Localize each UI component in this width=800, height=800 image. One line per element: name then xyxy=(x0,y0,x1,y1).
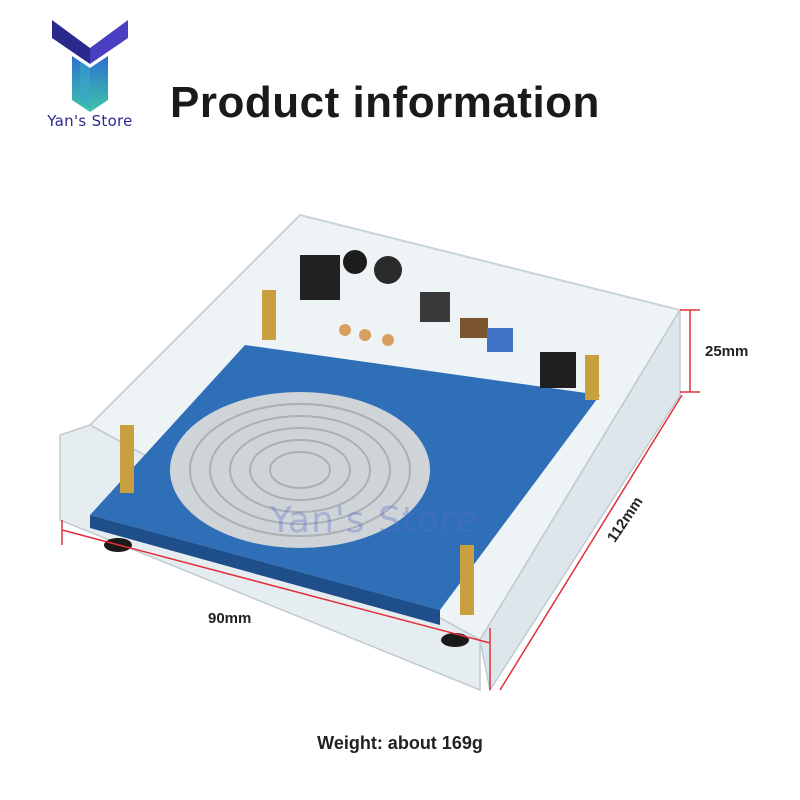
dimension-width: 90mm xyxy=(208,610,252,627)
page-title: Product information xyxy=(170,78,600,127)
dimension-lines xyxy=(61,309,700,691)
watermark-text: Yan's Store xyxy=(270,500,479,541)
brand-logo-icon xyxy=(52,20,128,112)
product-image xyxy=(59,213,700,692)
coil-graphic xyxy=(170,392,430,548)
weight-caption: Weight: about 169g xyxy=(317,733,483,753)
dimension-height: 25mm xyxy=(705,343,749,360)
brand-name: Yan's Store xyxy=(47,112,133,130)
